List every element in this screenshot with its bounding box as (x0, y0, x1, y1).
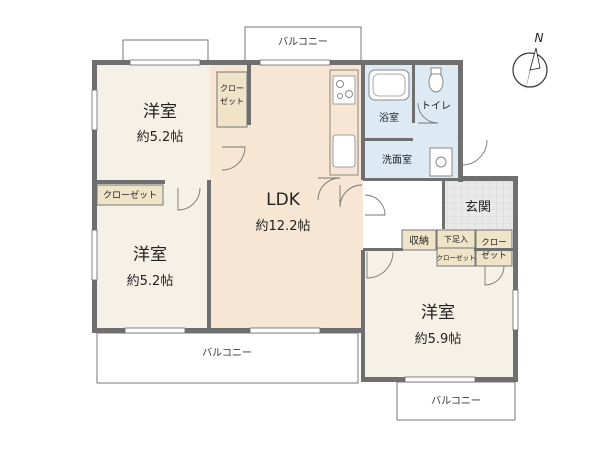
balcony-top-label: バルコニー (278, 36, 328, 48)
room-western-mid-left (95, 183, 210, 330)
room-bath-name: 浴室 (379, 111, 399, 124)
doors (177, 102, 505, 286)
compass-north-label: N (535, 31, 544, 45)
storage-shunou-label: 収納 (409, 234, 429, 247)
balcony-bottom-left-label: バルコニー (202, 347, 252, 359)
closet-small (436, 247, 476, 267)
room-ldk-name: LDK (266, 190, 301, 210)
closet-right-label-line2: ゼット (481, 250, 507, 261)
storage-shoe-rack-label: 下足入 (444, 235, 468, 244)
storage-shunou (401, 229, 437, 251)
closet-right-label-line1: クロー (481, 238, 507, 248)
room-ldk-area: 約12.2帖 (256, 219, 311, 234)
compass-ring (512, 52, 548, 88)
room-western-bottom-right-name: 洋室 (421, 303, 455, 323)
closet-vertical-label-line2: ゼット (220, 96, 244, 106)
closet-left-label: クローゼット (103, 189, 157, 201)
balcony-bottom-right-label: バルコニー (431, 395, 481, 407)
room-hall (363, 180, 445, 230)
room-entrance (445, 180, 515, 230)
room-western-top-left-area: 約5.2帖 (137, 130, 184, 145)
room-western-bottom-right (363, 250, 515, 380)
room-entrance-name: 玄関 (465, 200, 491, 215)
balcony-top: バルコニー (244, 26, 362, 66)
balcony-bottom-right: バルコニー (396, 381, 516, 421)
kitchen-fixtures (329, 69, 359, 176)
room-western-top-left-name: 洋室 (143, 102, 177, 122)
room-western-bottom-right-area: 約5.9帖 (415, 332, 462, 347)
closet-vertical (216, 71, 248, 128)
windows (91, 59, 519, 383)
room-western-mid-left-name: 洋室 (133, 245, 167, 265)
closet-vertical-label-line1: クロー (220, 84, 244, 93)
closet-small-label: クローゼット (437, 253, 476, 262)
balcony-bottom-left: バルコニー (96, 332, 359, 384)
room-western-mid-left-area: 約5.2帖 (127, 274, 174, 289)
room-toilet-name: トイレ (421, 101, 451, 112)
room-washroom-name: 洗面室 (382, 153, 412, 166)
compass: N (512, 31, 548, 92)
bath-fixtures (368, 67, 453, 177)
